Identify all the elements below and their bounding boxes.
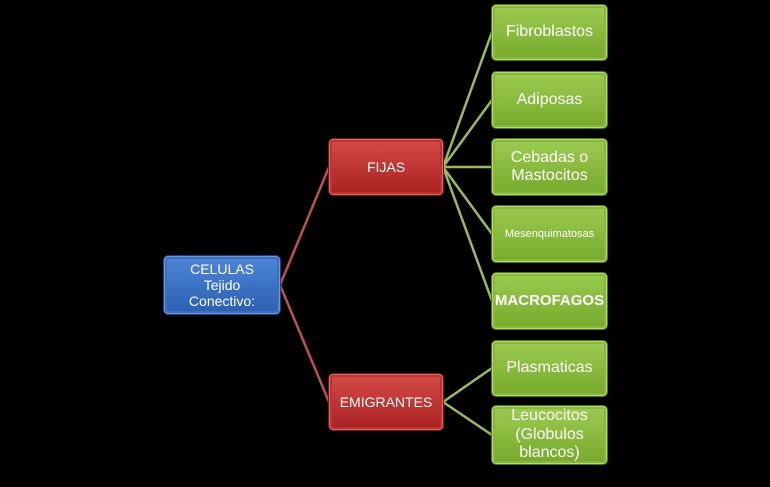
link-emigrantes-plasmaticas [442, 366, 493, 404]
node-fibroblastos[interactable]: Fibroblastos [492, 5, 607, 60]
node-cebadas-mastocitos[interactable]: Cebadas o Mastocitos [492, 139, 607, 195]
link-fijas-mesenquimatosas [441, 166, 494, 235]
node-macrofagos[interactable]: MACROFAGOS [492, 273, 607, 329]
node-mesenquimatosas[interactable]: Mesenquimatosas [492, 206, 607, 262]
link-fijas-adiposas [441, 99, 494, 168]
node-leucocitos[interactable]: Leucocitos (Globulos blancos) [492, 406, 607, 464]
link-emigrantes-leucocitos [442, 400, 493, 437]
link-root-fijas [278, 166, 331, 286]
link-fijas-fibroblastos [441, 31, 494, 168]
node-fijas[interactable]: FIJAS [329, 139, 443, 195]
node-adiposas[interactable]: Adiposas [492, 72, 607, 128]
node-celulas-tejido-conectivo[interactable]: CELULAS Tejido Conectivo: [164, 256, 280, 314]
link-fijas-macrofagos [441, 166, 494, 302]
node-emigrantes[interactable]: EMIGRANTES [329, 374, 443, 430]
node-plasmaticas[interactable]: Plasmaticas [492, 341, 607, 396]
link-root-emigrantes [278, 284, 331, 403]
